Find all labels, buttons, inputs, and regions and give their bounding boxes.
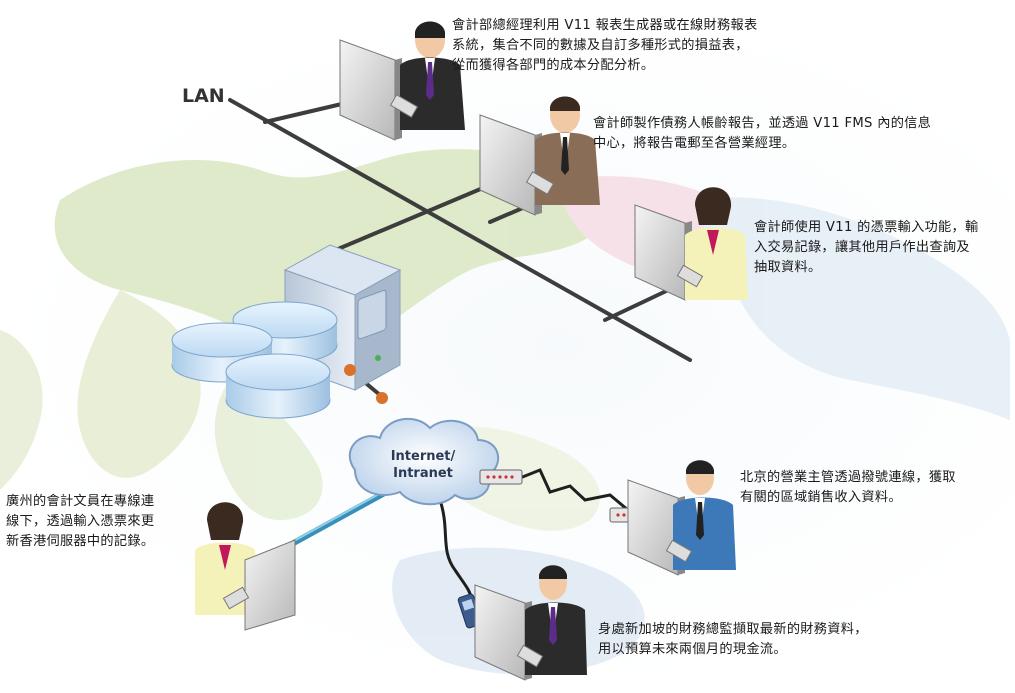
user-workstation-beijing-manager bbox=[627, 460, 736, 576]
user-workstation-accountant-voucher bbox=[634, 187, 748, 301]
server-with-databases bbox=[171, 244, 402, 419]
user-workstation-singapore-director bbox=[474, 565, 587, 681]
cloud-label: Internet/ Intranet bbox=[378, 448, 468, 482]
user-workstation-accountant-aging bbox=[479, 96, 600, 216]
user-workstation-guangzhou-clerk bbox=[195, 502, 296, 631]
leased-line bbox=[287, 487, 393, 548]
user-workstation-general-manager bbox=[339, 21, 465, 141]
caption-accountant-voucher: 會計師使用 V11 的憑票輸入功能，輸 入交易記錄，讓其他用戶作出查詢及 抽取資… bbox=[754, 220, 979, 275]
cloud-label-line2: Intranet bbox=[393, 466, 453, 481]
caption-guangzhou-clerk: 廣州的會計文員在專線連 線下，透過輸入憑票來更 新香港伺服器中的記錄。 bbox=[6, 494, 155, 549]
internet-cloud bbox=[348, 418, 500, 506]
node-point bbox=[344, 364, 356, 376]
caption-singapore-director: 身處新加坡的財務總監擷取最新的財務資料， 用以預算未來兩個月的現金流。 bbox=[598, 622, 868, 657]
cloud-label-line1: Internet/ bbox=[390, 449, 456, 464]
node-point bbox=[376, 392, 388, 404]
caption-accountant-aging: 會計師製作債務人帳齡報告，並透過 V11 FMS 內的信息 中心，將報告電郵至各… bbox=[593, 116, 932, 151]
caption-beijing-manager: 北京的營業主管透過撥號連線，獲取 有關的區域銷售收入資料。 bbox=[740, 470, 956, 505]
wireless-line-singapore bbox=[438, 499, 474, 601]
dialup-line-beijing bbox=[519, 468, 629, 512]
caption-general-manager: 會計部總經理利用 V11 報表生成器或在線財務報表 系統，集合不同的數據及自訂多… bbox=[452, 18, 758, 73]
lan-label: LAN bbox=[182, 85, 225, 107]
modem-icon bbox=[479, 469, 523, 485]
